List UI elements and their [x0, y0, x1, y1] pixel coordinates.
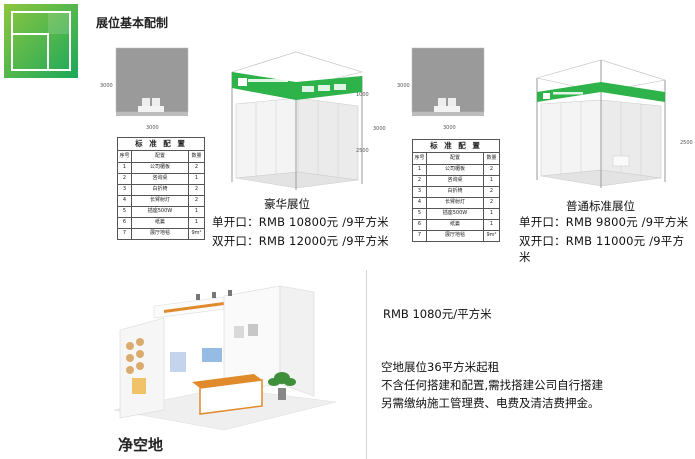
cell-index: 2 [412, 175, 427, 187]
luxury-booth-wall-image [115, 47, 189, 116]
luxury-dim-1: 1000 [356, 92, 369, 98]
cell-index: 4 [117, 195, 132, 207]
cell-item: 插座500W [131, 206, 189, 218]
raw-space-label: 净空地 [118, 437, 164, 454]
header-index: 序号 [117, 150, 132, 163]
cell-index: 7 [117, 228, 132, 240]
config-table-title: 标 准 配 置 [412, 139, 500, 153]
company-logo-icon [4, 4, 78, 78]
raw-space-note-2: 另需缴纳施工管理费、电费及清洁费押金。 [381, 396, 600, 410]
standard-price-single: 单开口：RMB 9800元 /9平方米 [519, 215, 689, 229]
cell-item: 咨询桌 [131, 173, 189, 185]
cell-item: 插座500W [426, 208, 484, 220]
standard-width-label: 3000 [443, 125, 456, 131]
cell-qty: 2 [188, 162, 205, 174]
header-index: 序号 [412, 152, 427, 165]
cell-qty: 1 [188, 173, 205, 185]
cell-item: 公司楣板 [426, 164, 484, 176]
cell-qty: 2 [483, 164, 500, 176]
cell-index: 1 [117, 162, 132, 174]
luxury-height-label: 3000 [100, 83, 113, 89]
cell-index: 3 [117, 184, 132, 196]
cell-qty: 1 [483, 208, 500, 220]
cell-item: 纸篓 [426, 219, 484, 231]
luxury-booth-name: 豪华展位 [264, 199, 310, 211]
luxury-booth-render-image [230, 51, 364, 190]
section-divider [366, 270, 367, 459]
cell-item: 长臂射灯 [426, 197, 484, 209]
cell-item: 白折椅 [426, 186, 484, 198]
cell-qty: 9m² [188, 228, 205, 240]
cell-index: 7 [412, 230, 427, 242]
cell-index: 4 [412, 197, 427, 209]
header-item: 配置 [131, 150, 189, 163]
luxury-width-label: 3000 [146, 125, 159, 131]
cell-qty: 2 [188, 184, 205, 196]
standard-booth-wall-image [411, 47, 485, 116]
standard-booth-render-image [536, 59, 666, 188]
cell-item: 公司楣板 [131, 162, 189, 174]
raw-space-price: RMB 1080元/平方米 [383, 307, 492, 321]
header-qty: 数量 [483, 152, 500, 165]
cell-index: 6 [412, 219, 427, 231]
standard-dim-1: 2500 [680, 140, 693, 146]
cell-index: 6 [117, 217, 132, 229]
cell-index: 5 [117, 206, 132, 218]
header-qty: 数量 [188, 150, 205, 163]
raw-space-min-area: 空地展位36平方米起租 [381, 360, 500, 374]
config-table-title: 标 准 配 置 [117, 137, 205, 151]
header-item: 配置 [426, 152, 484, 165]
cell-item: 纸篓 [131, 217, 189, 229]
cell-qty: 1 [188, 217, 205, 229]
cell-index: 5 [412, 208, 427, 220]
luxury-dim-3: 2500 [356, 148, 369, 154]
cell-index: 2 [117, 173, 132, 185]
cell-qty: 2 [483, 186, 500, 198]
cell-qty: 2 [188, 195, 205, 207]
cell-qty: 1 [483, 219, 500, 231]
cell-item: 白折椅 [131, 184, 189, 196]
standard-booth-name: 普通标准展位 [566, 201, 635, 213]
page-title: 展位基本配制 [96, 16, 169, 30]
cell-qty: 1 [483, 175, 500, 187]
luxury-price-double: 双开口：RMB 12000元 /9平方米 [212, 234, 389, 248]
cell-item: 展厅地毯 [426, 230, 484, 242]
luxury-dim-2: 3000 [373, 126, 386, 132]
standard-height-label: 3000 [397, 83, 410, 89]
cell-index: 1 [412, 164, 427, 176]
cell-index: 3 [412, 186, 427, 198]
raw-space-booth-render-image [113, 285, 337, 431]
cell-item: 咨询桌 [426, 175, 484, 187]
luxury-price-single: 单开口：RMB 10800元 /9平方米 [212, 215, 389, 229]
cell-qty: 9m² [483, 230, 500, 242]
cell-qty: 1 [188, 206, 205, 218]
cell-qty: 2 [483, 197, 500, 209]
raw-space-note-1: 不含任何搭建和配置,需找搭建公司自行搭建 [381, 378, 604, 392]
cell-item: 长臂射灯 [131, 195, 189, 207]
standard-price-double: 双开口：RMB 11000元 /9平方米 [519, 234, 685, 264]
cell-item: 展厅地毯 [131, 228, 189, 240]
